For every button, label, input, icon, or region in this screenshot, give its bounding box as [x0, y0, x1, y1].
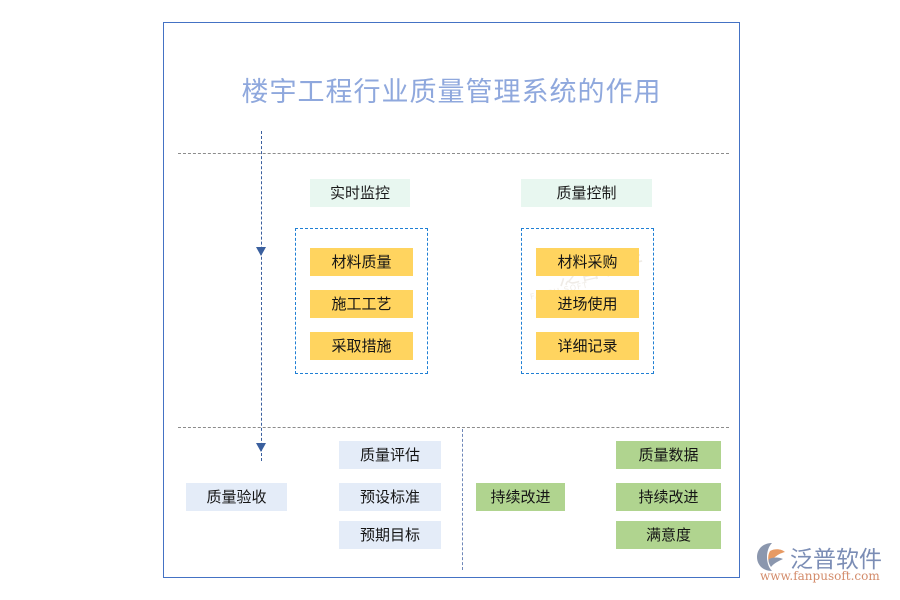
- brand-logo: 泛普软件 www.fanpusoft.com: [756, 540, 896, 590]
- node-detailed-records[interactable]: 详细记录: [536, 332, 639, 360]
- node-continuous-improvement[interactable]: 持续改进: [476, 483, 565, 511]
- node-take-measures[interactable]: 采取措施: [310, 332, 413, 360]
- horizontal-divider-middle: [178, 427, 729, 428]
- fanpu-logo-icon: [757, 543, 785, 571]
- group-header-real-time-monitoring: 实时监控: [310, 179, 410, 207]
- flow-arrow-down-icon: [256, 247, 266, 256]
- node-material-procurement[interactable]: 材料采购: [536, 248, 639, 276]
- brand-url: www.fanpusoft.com: [760, 569, 880, 583]
- node-preset-standard[interactable]: 预设标准: [339, 483, 441, 511]
- node-expected-target[interactable]: 预期目标: [339, 521, 441, 549]
- flow-axis-line: [261, 131, 262, 461]
- node-quality-acceptance[interactable]: 质量验收: [186, 483, 287, 511]
- flow-arrow-down-icon: [256, 443, 266, 452]
- node-construction-process[interactable]: 施工工艺: [310, 290, 413, 318]
- node-site-entry-usage[interactable]: 进场使用: [536, 290, 639, 318]
- node-material-quality[interactable]: 材料质量: [310, 248, 413, 276]
- node-satisfaction[interactable]: 满意度: [616, 521, 721, 549]
- brand-name: 泛普软件: [790, 547, 882, 573]
- node-continuous-improvement-outcome[interactable]: 持续改进: [616, 483, 721, 511]
- group-box-real-time-monitoring: [295, 228, 428, 374]
- node-quality-evaluation[interactable]: 质量评估: [339, 441, 441, 469]
- page-title: 楼宇工程行业质量管理系统的作用: [241, 77, 662, 108]
- diagram-frame: [163, 22, 740, 578]
- group-box-quality-control: [521, 228, 654, 374]
- vertical-divider-bottom: [462, 429, 463, 570]
- node-quality-data[interactable]: 质量数据: [616, 441, 721, 469]
- horizontal-divider-top: [178, 153, 729, 154]
- group-header-quality-control: 质量控制: [521, 179, 652, 207]
